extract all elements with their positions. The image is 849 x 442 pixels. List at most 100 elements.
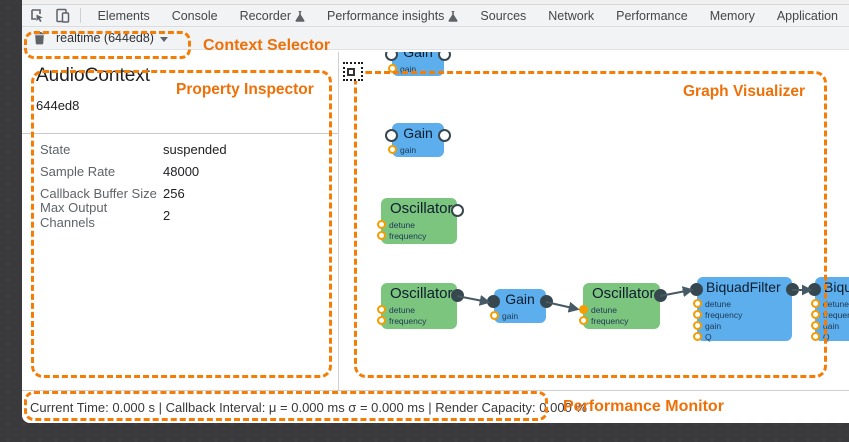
property-label: Max Output Channels bbox=[40, 200, 108, 230]
tab-memory[interactable]: Memory bbox=[699, 5, 766, 26]
trash-icon[interactable] bbox=[33, 31, 46, 45]
dropdown-caret-icon[interactable] bbox=[159, 36, 168, 42]
node-label: Oscillator bbox=[390, 199, 453, 217]
param-label: gain bbox=[400, 63, 417, 74]
node-label: Gain bbox=[403, 52, 433, 60]
context-type-title: AudioContext bbox=[36, 65, 151, 86]
property-row: Max Output Channels 2 bbox=[40, 200, 330, 230]
param-label: Q bbox=[823, 331, 830, 342]
param-port bbox=[811, 321, 820, 330]
property-value: 256 bbox=[163, 185, 185, 201]
performance-monitor-text: Current Time: 0.000 s | Callback Interva… bbox=[30, 399, 587, 415]
inspector-divider bbox=[22, 133, 338, 134]
param-port bbox=[388, 145, 397, 154]
audio-node-gain[interactable]: Gain gain bbox=[487, 289, 553, 323]
tab-application[interactable]: Application bbox=[766, 5, 849, 26]
context-id: 644ed8 bbox=[36, 98, 80, 113]
property-label: Sample Rate bbox=[40, 163, 116, 179]
audio-node-biquadfilter[interactable]: BiquadFilter detune frequency gain Q bbox=[690, 277, 799, 342]
node-input-port bbox=[385, 129, 398, 142]
tab-label: Network bbox=[548, 8, 595, 23]
node-output-port bbox=[654, 289, 667, 302]
node-label: BiquadFilter bbox=[824, 279, 849, 295]
devtools-tab-bar: Elements Console Recorder Performance in… bbox=[22, 5, 849, 27]
audio-node-oscillator[interactable]: Oscillator detune frequency bbox=[377, 198, 464, 244]
audio-node-oscillator[interactable]: Oscillator detune frequency bbox=[579, 283, 667, 329]
tab-label: Recorder bbox=[239, 8, 291, 23]
param-port bbox=[693, 299, 702, 308]
node-input-port bbox=[385, 52, 398, 61]
property-row: Callback Buffer Size 256 bbox=[40, 182, 330, 204]
property-label: Callback Buffer Size bbox=[40, 185, 157, 201]
audio-node-gain[interactable]: Gain gain bbox=[385, 123, 451, 157]
window-top-strip bbox=[22, 0, 849, 5]
node-label: Gain bbox=[403, 125, 433, 141]
tab-label: Memory bbox=[709, 8, 755, 23]
node-output-port bbox=[451, 204, 464, 217]
param-port bbox=[579, 316, 588, 325]
tab-recorder[interactable]: Recorder bbox=[229, 5, 316, 26]
param-port bbox=[490, 311, 499, 320]
tab-label: Application bbox=[776, 8, 838, 23]
param-label: gain bbox=[400, 144, 417, 155]
node-output-port bbox=[451, 289, 464, 302]
flask-icon bbox=[295, 10, 305, 22]
node-input-port bbox=[690, 283, 703, 296]
toolbar-divider bbox=[80, 8, 81, 23]
inspect-element-icon[interactable] bbox=[30, 7, 45, 24]
property-label: State bbox=[40, 141, 71, 157]
node-output-port bbox=[786, 283, 799, 296]
param-label: frequency bbox=[389, 315, 427, 326]
node-input-port bbox=[808, 283, 821, 296]
tab-console[interactable]: Console bbox=[161, 5, 229, 26]
node-label: Oscillator bbox=[592, 284, 655, 302]
node-output-port bbox=[438, 52, 451, 61]
param-port bbox=[693, 321, 702, 330]
audio-node-gain[interactable]: Gain gain bbox=[385, 52, 451, 76]
tab-performance[interactable]: Performance bbox=[605, 5, 699, 26]
graph-visualizer-canvas[interactable]: Gain gain Gain gain Oscillator detune fr… bbox=[339, 52, 849, 390]
node-label: BiquadFilter bbox=[706, 279, 781, 295]
property-value: 2 bbox=[163, 207, 171, 223]
tab-label: Performance insights bbox=[327, 8, 445, 23]
node-input-port bbox=[487, 295, 500, 308]
param-label: frequency bbox=[591, 315, 629, 326]
webaudio-toolbar: realtime (644ed8) bbox=[22, 27, 849, 50]
tab-network[interactable]: Network bbox=[537, 5, 605, 26]
tab-sources[interactable]: Sources bbox=[469, 5, 537, 26]
param-port bbox=[388, 64, 397, 73]
tab-label: Elements bbox=[97, 8, 150, 23]
node-label: Gain bbox=[505, 291, 535, 307]
param-label: frequency bbox=[823, 309, 849, 320]
performance-monitor-bar: Current Time: 0.000 s | Callback Interva… bbox=[22, 390, 849, 423]
audio-node-biquadfilter[interactable]: BiquadFilter detune frequency gain Q bbox=[808, 277, 849, 342]
param-label: detune bbox=[823, 298, 849, 309]
param-label: detune bbox=[591, 304, 617, 315]
device-toolbar-icon[interactable] bbox=[55, 7, 70, 24]
param-label: gain bbox=[705, 320, 722, 331]
property-row: State suspended bbox=[40, 138, 330, 160]
param-label: frequency bbox=[705, 309, 743, 320]
param-port bbox=[377, 231, 386, 240]
param-label: detune bbox=[389, 304, 415, 315]
devtools-window: Elements Console Recorder Performance in… bbox=[22, 0, 849, 423]
param-label: frequency bbox=[389, 230, 427, 241]
panel-content: AudioContext 644ed8 State suspended Sampl… bbox=[22, 52, 849, 390]
param-label: detune bbox=[389, 219, 415, 230]
tab-label: Console bbox=[171, 8, 218, 23]
param-port bbox=[579, 305, 588, 314]
param-port bbox=[377, 316, 386, 325]
node-output-port bbox=[540, 295, 553, 308]
property-value: suspended bbox=[163, 141, 227, 157]
context-selector-value[interactable]: realtime (644ed8) bbox=[56, 31, 154, 45]
tab-elements[interactable]: Elements bbox=[87, 5, 161, 26]
tab-performance-insights[interactable]: Performance insights bbox=[316, 5, 469, 26]
param-label: detune bbox=[705, 298, 731, 309]
param-port bbox=[811, 310, 820, 319]
param-port bbox=[811, 332, 820, 341]
panel-splitter[interactable] bbox=[338, 52, 339, 390]
audio-node-oscillator[interactable]: Oscillator detune frequency bbox=[377, 283, 464, 329]
